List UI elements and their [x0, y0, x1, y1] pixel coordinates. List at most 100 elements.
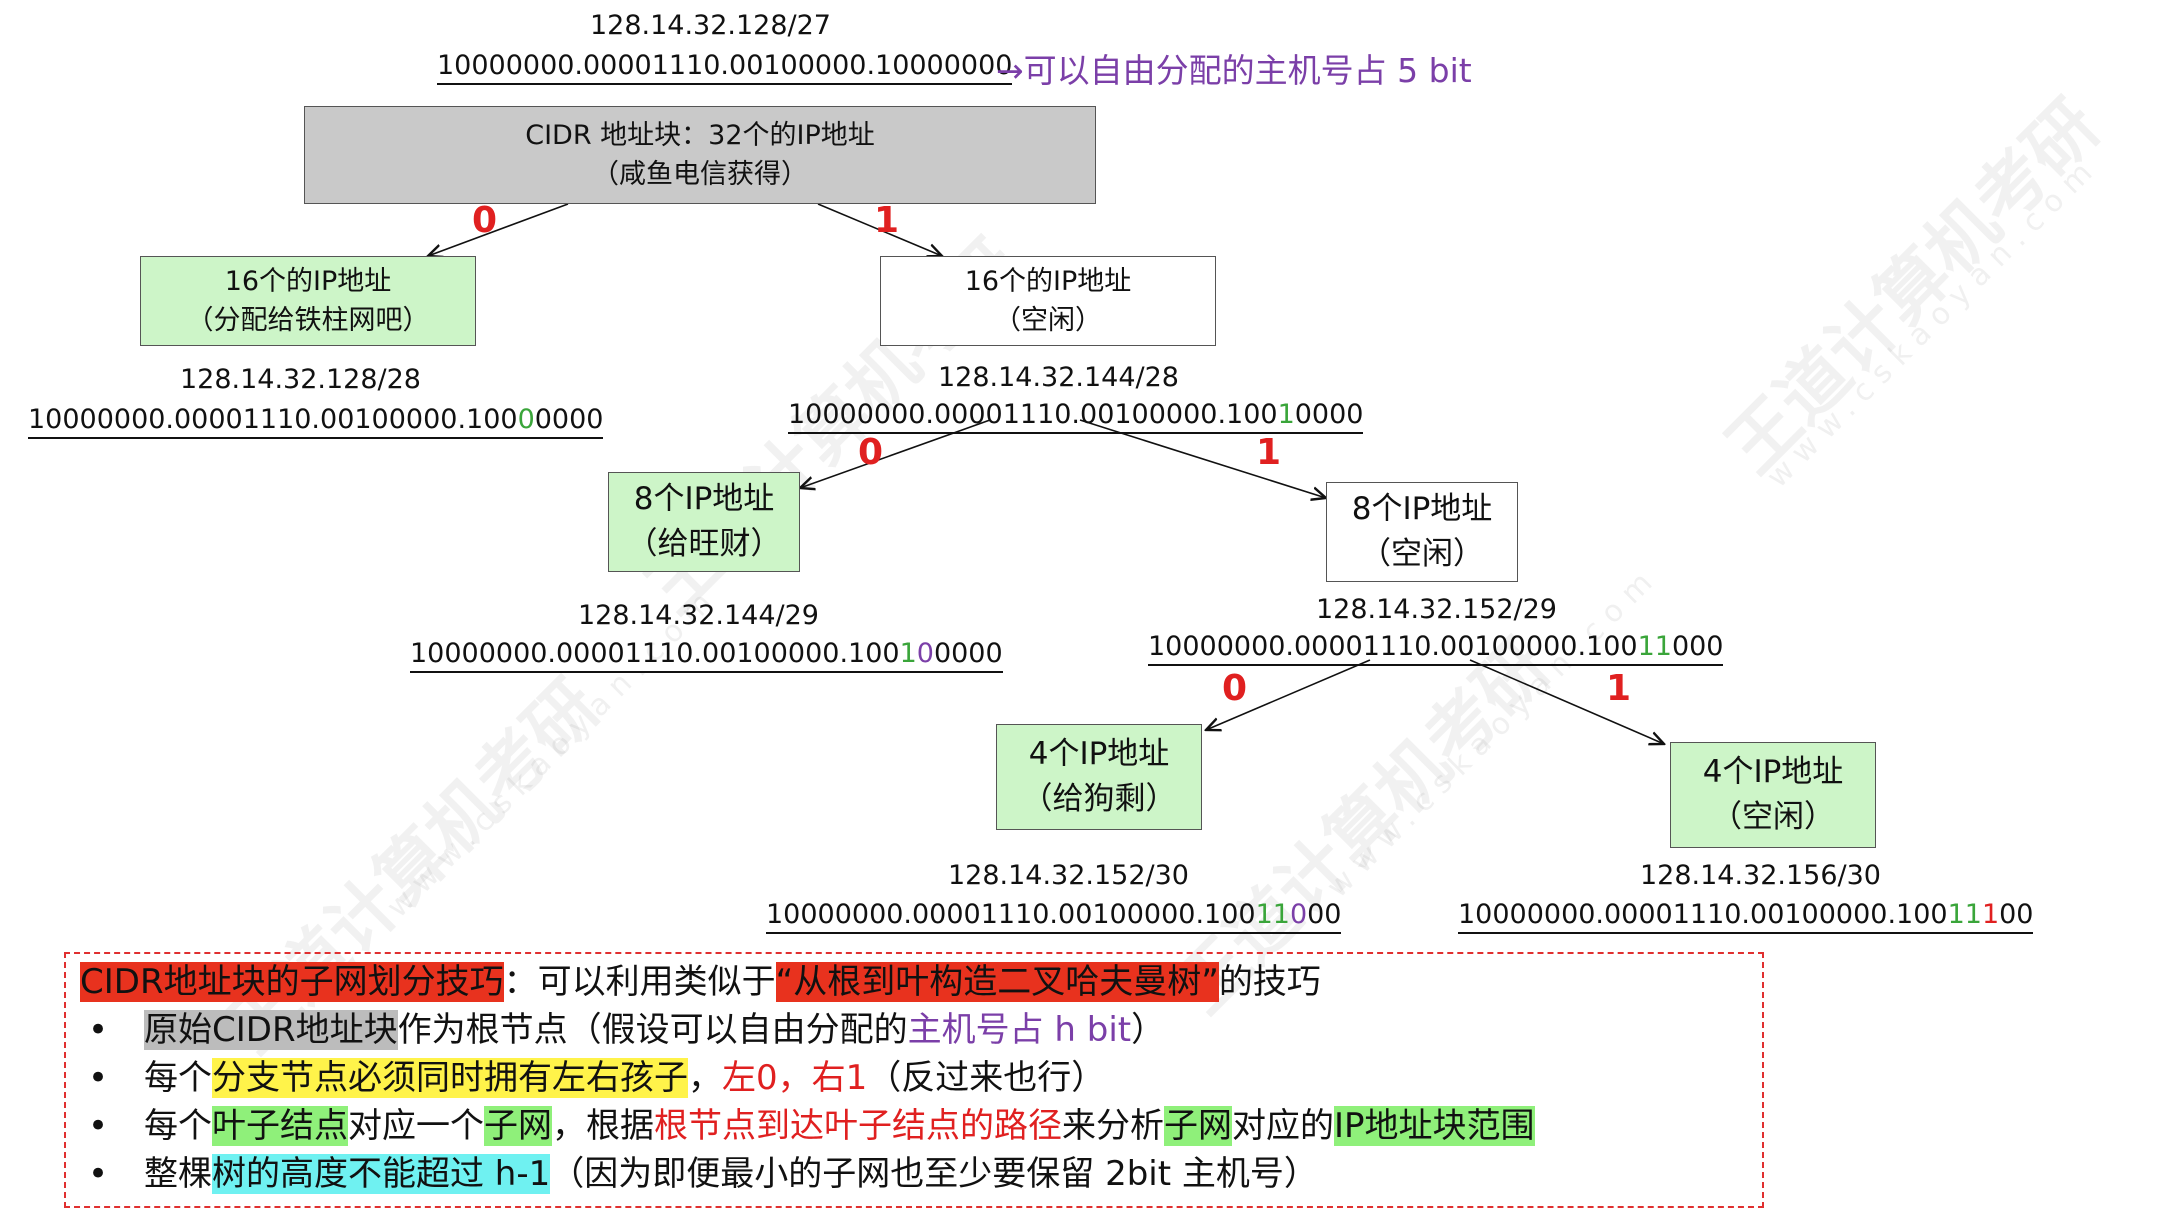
node-8-wangcai-binary: 10000000.00001110.00100000.100100000	[410, 637, 1003, 673]
bin-fixed: 10000000.00001110.00100000.100	[788, 399, 1278, 430]
node-16-tiezhu-title: 16个的IP地址	[224, 265, 392, 297]
bin-bit-3: 1	[1981, 899, 2000, 930]
tips-b3-subnet: 子网	[484, 1106, 552, 1146]
tips-b4-end: （因为即便最小的子网也至少要保留 2bit 主机号）	[550, 1154, 1318, 1194]
edge-root-right	[817, 203, 942, 256]
tips-bullet-1: • 原始CIDR地址块作为根节点（假设可以自由分配的主机号占 h bit）	[80, 1006, 1748, 1054]
tips-b2-pre: 每个	[144, 1058, 212, 1098]
node-4-goushen-cidr: 128.14.32.152/30	[948, 860, 1189, 891]
bin-fixed: 10000000.00001110.00100000.100	[1458, 899, 1948, 930]
bin-bit-2: 0	[916, 638, 934, 669]
node-4-goushen: 4个IP地址 （给狗剩）	[996, 724, 1202, 830]
tips-b3-text: 对应的	[1232, 1106, 1334, 1146]
bin-bit-1: 1	[1947, 899, 1965, 930]
bin-bit-1: 0	[517, 404, 535, 435]
root-cidr: 128.14.32.128/27	[590, 10, 831, 41]
tips-b3-text: 对应一个	[348, 1106, 484, 1146]
node-16-free-title: 16个的IP地址	[964, 265, 1132, 297]
tips-bullet-2: • 每个分支节点必须同时拥有左右孩子，左0，右1（反过来也行）	[80, 1054, 1748, 1102]
bin-bit-1: 1	[899, 638, 917, 669]
tips-b2-highlight: 分支节点必须同时拥有左右孩子	[212, 1058, 688, 1098]
node-4-free-binary: 10000000.00001110.00100000.10011100	[1458, 898, 2034, 934]
tips-b1-end: ）	[1131, 1010, 1166, 1050]
bin-bit-1: 1	[1637, 631, 1655, 662]
bin-rest: 0000	[534, 404, 604, 435]
tips-b3-subnet: 子网	[1164, 1106, 1232, 1146]
node-16-free-owner: （空闲）	[994, 305, 1102, 336]
node-4-free: 4个IP地址 （空闲）	[1670, 742, 1876, 848]
node-4-free-title: 4个IP地址	[1702, 754, 1844, 791]
node-4-free-cidr: 128.14.32.156/30	[1640, 860, 1881, 891]
bullet-icon: •	[88, 1058, 109, 1098]
bin-fixed: 10000000.00001110.00100000.100	[1148, 631, 1638, 662]
node-16-tiezhu: 16个的IP地址 （分配给铁柱网吧）	[140, 256, 476, 346]
bin-bit-2: 1	[1654, 631, 1672, 662]
bin-bit-3: 0	[1289, 899, 1308, 930]
node-8-wangcai-title: 8个IP地址	[633, 481, 775, 518]
node-4-free-owner: （空闲）	[1711, 799, 1835, 835]
tips-b2-end: （反过来也行）	[867, 1058, 1106, 1098]
bin-rest: 000	[1671, 631, 1724, 662]
node-8-wangcai-owner: （给旺财）	[626, 526, 782, 562]
node-16-tiezhu-cidr: 128.14.32.128/28	[180, 364, 421, 395]
tips-b3-text: ，根据	[552, 1106, 654, 1146]
tips-b1-text: 作为根节点（假设可以自由分配的	[397, 1010, 908, 1050]
tips-bullet-4: •整棵树的高度不能超过 h-1（因为即便最小的子网也至少要保留 2bit 主机号…	[80, 1150, 1748, 1198]
bin-rest: 00	[1307, 899, 1342, 930]
tips-b1-highlight: 原始CIDR地址块	[144, 1010, 398, 1050]
edge-label-one: 1	[1256, 432, 1282, 473]
bullet-icon: •	[88, 1010, 109, 1050]
tips-title-quote: “从根到叶构造二叉哈夫曼树”	[775, 962, 1219, 1002]
tips-b2-red: 左0，右1	[722, 1058, 868, 1098]
tips-b3-leaf: 叶子结点	[212, 1106, 348, 1146]
node-16-free-binary: 10000000.00001110.00100000.10010000	[788, 398, 1364, 434]
tips-b4-highlight: 树的高度不能超过 h-1	[212, 1154, 551, 1194]
bin-bit-1: 1	[1255, 899, 1273, 930]
tips-title: CIDR地址块的子网划分技巧：可以利用类似于“从根到叶构造二叉哈夫曼树”的技巧	[80, 958, 1748, 1006]
tips-title-end: 的技巧	[1218, 962, 1321, 1002]
tips-bullet-3: •每个叶子结点对应一个子网，根据根节点到达叶子结点的路径来分析子网对应的IP地址…	[80, 1102, 1748, 1150]
bin-fixed: 10000000.00001110.00100000.100	[766, 899, 1256, 930]
tips-b3-range: IP地址块范围	[1334, 1106, 1535, 1146]
subnetting-tips-box: CIDR地址块的子网划分技巧：可以利用类似于“从根到叶构造二叉哈夫曼树”的技巧 …	[64, 952, 1764, 1208]
node-8-wangcai-cidr: 128.14.32.144/29	[578, 600, 819, 631]
bullet-icon: •	[88, 1154, 109, 1194]
tips-title-text: ：可以利用类似于	[503, 962, 776, 1002]
edge-r8-left	[1206, 659, 1371, 730]
node-16-free: 16个的IP地址 （空闲）	[880, 256, 1216, 346]
node-4-goushen-title: 4个IP地址	[1028, 736, 1170, 773]
node-8-free: 8个IP地址 （空闲）	[1326, 482, 1518, 582]
root-node-owner: （咸鱼电信获得）	[592, 159, 808, 190]
bin-rest: 0000	[1294, 399, 1364, 430]
tips-b3-text: 来分析	[1062, 1106, 1164, 1146]
tips-b2-sep: ，	[688, 1058, 722, 1098]
node-16-free-cidr: 128.14.32.144/28	[938, 362, 1179, 393]
edge-label-zero: 0	[858, 432, 884, 473]
tips-b1-purple: 主机号占 h bit	[907, 1010, 1132, 1050]
edge-r16-left	[800, 419, 991, 488]
root-binary: 10000000.00001110.00100000.10000000	[437, 49, 1013, 85]
node-8-free-title: 8个IP地址	[1351, 491, 1493, 528]
bullet-icon: •	[88, 1106, 109, 1146]
tips-b3-path: 根节点到达叶子结点的路径	[654, 1106, 1062, 1146]
edge-label-one: 1	[874, 200, 900, 241]
tips-title-highlight: CIDR地址块的子网划分技巧	[80, 962, 504, 1002]
bin-bit-2: 1	[1272, 899, 1290, 930]
tips-b3-pre: 每个	[144, 1106, 212, 1146]
node-8-free-owner: （空闲）	[1360, 536, 1484, 572]
bin-fixed: 10000000.00001110.00100000.100	[28, 404, 518, 435]
bin-fixed: 10000000.00001110.00100000.100	[410, 638, 900, 669]
node-16-tiezhu-binary: 10000000.00001110.00100000.10000000	[28, 403, 604, 439]
node-8-free-binary: 10000000.00001110.00100000.10011000	[1148, 630, 1724, 666]
node-16-tiezhu-owner: （分配给铁柱网吧）	[186, 305, 430, 336]
node-8-free-cidr: 128.14.32.152/29	[1316, 594, 1557, 625]
root-node: CIDR 地址块：32个的IP地址 （咸鱼电信获得）	[304, 106, 1096, 204]
bin-bit-1: 1	[1277, 399, 1295, 430]
edge-label-zero: 0	[1222, 668, 1248, 709]
node-4-goushen-owner: （给狗剩）	[1021, 781, 1177, 817]
edge-root-left	[428, 203, 569, 256]
edge-label-one: 1	[1606, 668, 1632, 709]
bin-rest: 00	[1999, 899, 2034, 930]
node-8-wangcai: 8个IP地址 （给旺财）	[608, 472, 800, 572]
bin-bit-2: 1	[1964, 899, 1982, 930]
